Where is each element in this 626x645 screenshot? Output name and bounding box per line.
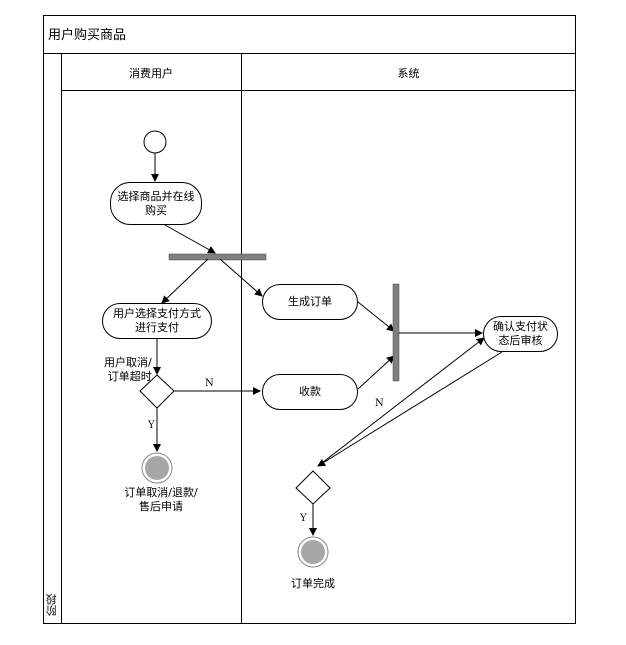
complete-end-node-inner — [301, 540, 325, 564]
cancel-condition-label: 用户取消/ 订单超时 — [104, 356, 152, 383]
activity-collect-payment: 收款 — [262, 374, 358, 410]
guard-user-no: N — [205, 378, 214, 389]
title-divider — [43, 53, 576, 54]
lane-header-divider — [61, 90, 576, 91]
diagram-title: 用户购买商品 — [48, 28, 127, 43]
activity-choose-payment: 用户选择支付方式 进行支付 — [102, 303, 212, 339]
lane-label-system: 系统 — [397, 67, 420, 80]
join-bar — [392, 283, 400, 382]
activity-confirm-payment-label: 确认支付状 态后审核 — [493, 320, 548, 347]
edge-generate-order-to-join — [357, 301, 395, 332]
activity-choose-payment-label: 用户选择支付方式 进行支付 — [113, 307, 201, 334]
edge-collect-payment-to-join — [357, 355, 395, 390]
system-decision-diamond — [295, 470, 331, 505]
side-column-divider — [61, 53, 62, 624]
lane-divider — [241, 53, 242, 624]
lane-label-consumer: 消费用户 — [129, 67, 173, 80]
edge-select-to-fork — [164, 224, 216, 254]
activity-generate-order-label: 生成订单 — [288, 295, 332, 308]
edge-decision-loop-back — [317, 337, 485, 467]
activity-confirm-payment: 确认支付状 态后审核 — [483, 316, 558, 352]
activity-collect-payment-label: 收款 — [299, 385, 321, 398]
guard-user-yes: Y — [148, 420, 155, 431]
edge-fork-to-generate-order — [219, 258, 263, 297]
guard-system-no: N — [375, 398, 384, 409]
cancel-end-node-inner — [145, 456, 169, 480]
fork-bar — [168, 253, 267, 261]
edge-confirm-to-decision — [317, 351, 503, 467]
diagram-frame — [43, 15, 576, 624]
edge-fork-to-choose-payment — [161, 258, 209, 304]
guard-system-yes: Y — [300, 513, 307, 524]
start-node — [143, 130, 167, 154]
cancel-end-label: 订单取消/退款/ 售后申请 — [124, 486, 198, 513]
activity-generate-order: 生成订单 — [262, 284, 358, 320]
activity-select-goods: 选择商品并在线 购买 — [110, 182, 202, 225]
complete-end-label: 订单完成 — [291, 577, 335, 590]
activity-select-goods-label: 选择商品并在线 购买 — [117, 189, 195, 217]
